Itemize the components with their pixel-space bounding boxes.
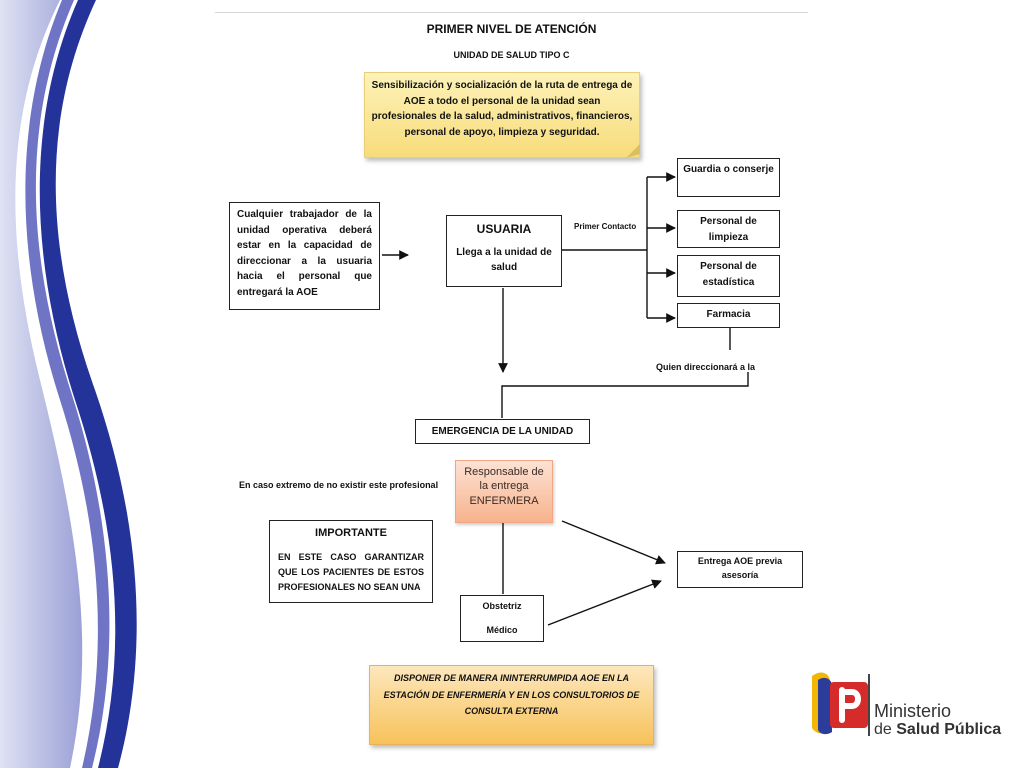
worker-instruction-box: Cualquier trabajador de la unidad operat… bbox=[229, 202, 380, 310]
obstetriz-medico-box: Obstetriz Médico bbox=[460, 595, 544, 642]
decorative-swoosh bbox=[0, 0, 137, 768]
contact-limpieza: Personal de limpieza bbox=[677, 210, 780, 248]
logo-line2: de Salud Pública bbox=[874, 722, 1001, 738]
important-text: EN ESTE CASO GARANTIZAR QUE LOS PACIENTE… bbox=[278, 552, 424, 592]
note-sensibilizacion: Sensibilización y socialización de la ru… bbox=[364, 72, 640, 158]
arrow-responsable-to-entrega bbox=[561, 520, 666, 565]
responsable-box: Responsable de la entrega ENFERMERA bbox=[455, 460, 553, 523]
extreme-case-label: En caso extremo de no existir este profe… bbox=[239, 480, 439, 490]
contact-estadistica: Personal de estadística bbox=[677, 255, 780, 297]
obstetriz-label: Obstetriz bbox=[482, 601, 522, 611]
contact-guardia: Guardia o conserje bbox=[677, 158, 780, 197]
first-contact-label: Primer Contacto bbox=[574, 222, 637, 231]
responsable-line3: ENFERMERA bbox=[469, 494, 539, 507]
line-redirect-to-emergency bbox=[501, 372, 749, 418]
important-title: IMPORTANTE bbox=[315, 527, 387, 539]
emergency-box: EMERGENCIA DE LA UNIDAD bbox=[415, 419, 590, 444]
contact-farmacia: Farmacia bbox=[677, 303, 780, 328]
logo-line1: Ministerio bbox=[874, 701, 952, 721]
top-rule bbox=[215, 12, 808, 13]
medico-label: Médico bbox=[486, 624, 518, 635]
responsable-line2: la entrega bbox=[479, 480, 529, 493]
logo-divider bbox=[868, 674, 870, 736]
logo-line2-prefix: de bbox=[874, 721, 892, 738]
important-box: IMPORTANTE EN ESTE CASO GARANTIZAR QUE L… bbox=[269, 520, 433, 603]
arrow-obstetriz-to-entrega bbox=[547, 579, 662, 626]
usuaria-text: Llega a la unidad de salud bbox=[456, 246, 552, 274]
entrega-aoe-box: Entrega AOE previa asesoría bbox=[677, 551, 803, 588]
logo-line2-bold: Salud Pública bbox=[896, 721, 1002, 738]
page-subtitle: UNIDAD DE SALUD TIPO C bbox=[453, 50, 570, 60]
page-title: PRIMER NIVEL DE ATENCIÓN bbox=[426, 22, 597, 36]
usuaria-box: USUARIA Llega a la unidad de salud bbox=[446, 215, 562, 287]
note-disponer: DISPONER DE MANERA ININTERRUMPIDA AOE EN… bbox=[369, 665, 654, 745]
ministerio-logo-mark bbox=[808, 670, 868, 736]
usuaria-title: USUARIA bbox=[476, 222, 532, 236]
responsable-line1: Responsable de bbox=[464, 466, 544, 478]
redirect-label: Quien direccionará a la bbox=[656, 362, 756, 372]
